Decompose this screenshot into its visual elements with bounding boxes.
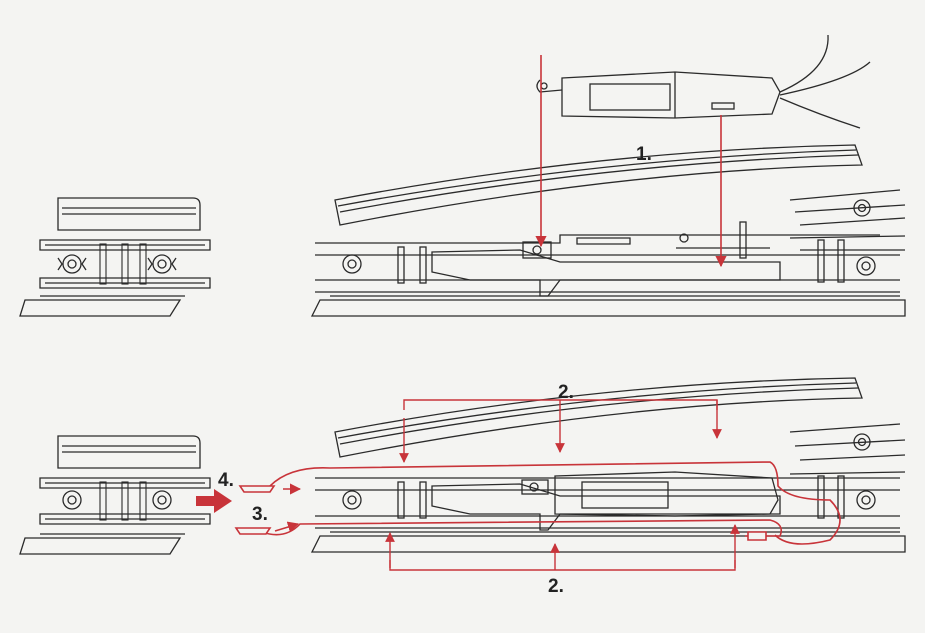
step-2-top-label: 2. <box>558 382 574 403</box>
red-wiring <box>234 461 841 545</box>
insertion-arrows-top <box>535 55 727 268</box>
step-1-label: 1. <box>636 144 652 165</box>
straight-track-top <box>19 197 211 317</box>
step-3-label: 3. <box>252 504 268 525</box>
switch-motor-top <box>536 34 871 129</box>
step-4-label: 4. <box>218 470 234 491</box>
wire-bundle-icon <box>779 34 829 93</box>
turnout-track-bottom <box>310 377 906 553</box>
straight-track-bottom <box>19 435 211 555</box>
step-2-brackets <box>385 399 740 571</box>
connect-arrow-icon <box>196 489 232 513</box>
step-2-bottom-label: 2. <box>548 576 564 597</box>
turnout-track-top <box>310 144 906 317</box>
